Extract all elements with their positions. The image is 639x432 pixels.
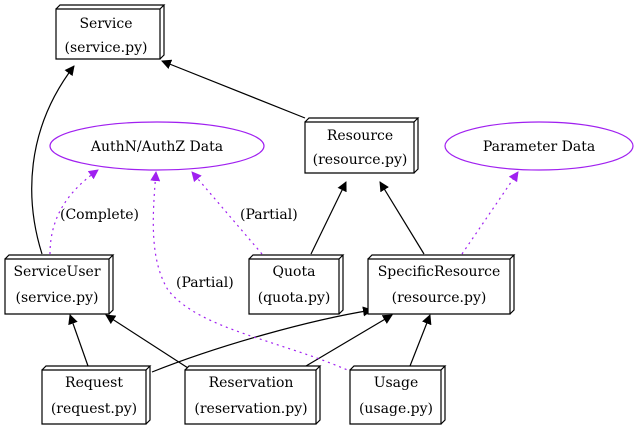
edge-label-complete: (Complete) [60,207,139,223]
node-request-file: (request.py) [51,401,137,417]
edge-serviceuser-to-service [31,65,75,255]
node-resource: Resource (resource.py) [304,117,420,174]
node-serviceuser-file: (service.py) [16,290,99,306]
node-quota-title: Quota [273,264,316,280]
edge-serviceuser-to-authn [49,169,99,255]
node-reservation-title: Reservation [209,375,294,391]
node-usage: Usage (usage.py) [349,365,447,425]
edge-reservation-to-specificresource [305,314,393,367]
node-resource-title: Resource [327,128,393,144]
edge-specificresource-to-resource [379,181,425,255]
node-request-title: Request [65,375,123,391]
node-specificresource-file: (resource.py) [392,290,487,306]
edge-label-partial-usage: (Partial) [176,275,234,291]
edge-request-to-specificresource [151,306,373,373]
node-resource-file: (resource.py) [313,152,408,168]
edge-usage-to-specificresource [409,314,432,367]
node-specificresource-title: SpecificResource [378,264,501,280]
node-usage-title: Usage [374,375,419,391]
edge-reservation-to-serviceuser [105,314,189,369]
edge-usage-to-authn [150,171,353,373]
node-reservation-file: (reservation.py) [194,401,307,417]
node-usage-file: (usage.py) [359,401,433,417]
node-parameter-data: Parameter Data [444,121,634,171]
node-serviceuser: ServiceUser (service.py) [4,254,115,315]
node-reservation: Reservation (reservation.py) [184,365,322,425]
edge-resource-to-service [161,59,306,119]
node-quota-file: (quota.py) [258,290,331,306]
edge-specificresource-to-parameter [461,171,519,255]
solid-edges [31,59,432,373]
node-authn-data: AuthN/AuthZ Data [49,121,265,171]
node-request: Request (request.py) [41,365,152,425]
edge-label-partial-quota: (Partial) [240,207,298,223]
node-parameter-data-label: Parameter Data [483,139,595,155]
node-specificresource: SpecificResource (resource.py) [367,254,516,315]
node-service: Service (service.py) [55,4,166,60]
node-service-title: Service [79,16,132,32]
node-authn-data-label: AuthN/AuthZ Data [90,139,223,155]
edge-request-to-serviceuser [68,314,89,367]
node-service-file: (service.py) [65,40,148,56]
node-quota: Quota (quota.py) [248,254,345,315]
node-serviceuser-title: ServiceUser [13,264,100,280]
edge-quota-to-resource [310,181,347,255]
dotted-edges [49,169,519,373]
